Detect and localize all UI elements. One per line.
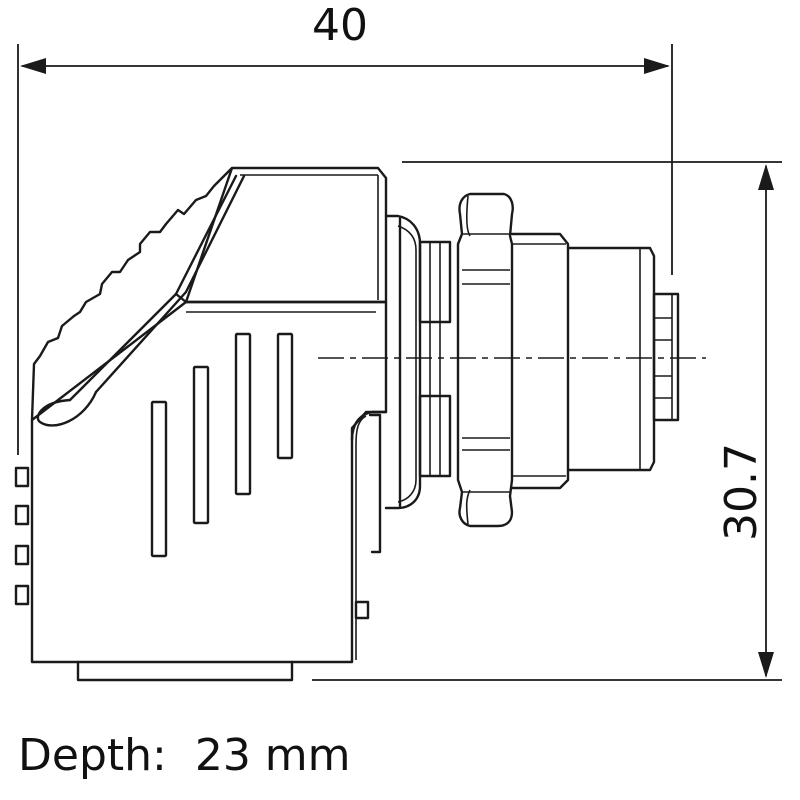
threaded-sleeve xyxy=(418,240,452,478)
grip-slot xyxy=(276,332,294,460)
hex-nut xyxy=(456,192,514,528)
grip-slot xyxy=(192,365,210,525)
connector-drawing: 40 30.7 xyxy=(14,0,782,682)
depth-note: Depth: 23 mm xyxy=(18,730,351,781)
grip-slot xyxy=(150,400,168,558)
washer xyxy=(384,214,422,510)
width-dimension: 40 xyxy=(17,0,673,455)
contact-pin xyxy=(14,466,30,488)
grip-slot xyxy=(234,332,252,496)
width-arrow-left xyxy=(20,58,46,74)
height-dimension: 30.7 xyxy=(312,161,782,681)
front-insert xyxy=(566,246,656,472)
angled-housing xyxy=(14,166,388,682)
contact-pin xyxy=(14,584,30,606)
height-arrow-top xyxy=(758,164,774,190)
outer-sleeve xyxy=(510,232,570,490)
height-dimension-label: 30.7 xyxy=(716,443,767,541)
width-dimension-label: 40 xyxy=(312,0,368,51)
side-tab xyxy=(354,600,370,620)
height-arrow-bottom xyxy=(758,652,774,678)
contact-pin xyxy=(14,544,30,566)
width-arrow-right xyxy=(644,58,670,74)
depth-value: 23 mm xyxy=(194,730,351,781)
front-pins xyxy=(652,292,680,422)
depth-label: Depth: xyxy=(18,730,167,781)
contact-pin xyxy=(14,504,30,526)
